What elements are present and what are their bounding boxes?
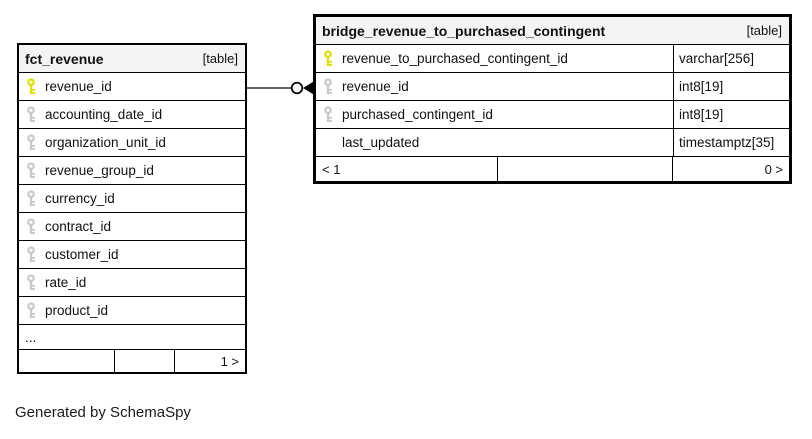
column-row-organization-unit-id: organization_unit_id [19,129,245,157]
column-name: revenue_id [342,79,409,94]
table-footer: < 1 0 > [316,157,789,181]
table-header-bridge[interactable]: bridge_revenue_to_purchased_contingent [… [316,17,789,45]
generated-by-note: Generated by SchemaSpy [15,404,191,421]
column-row-revenue-id: revenue_id int8[19] [316,73,789,101]
foreign-key-icon [25,274,37,291]
column-type: int8[19] [673,73,789,100]
column-row-purchased-contingent-id: purchased_contingent_id int8[19] [316,101,789,129]
foreign-key-icon [322,106,334,123]
zero-cardinality-circle-icon [290,81,304,95]
column-name: product_id [45,303,109,318]
column-name: revenue_group_id [45,163,154,178]
column-name: customer_id [45,247,119,262]
column-name: revenue_to_purchased_contingent_id [342,51,568,66]
foreign-key-icon [25,190,37,207]
column-type: timestamptz[35] [673,129,789,156]
empty-key-slot [322,134,334,151]
column-row-rate-id: rate_id [19,269,245,297]
footer-cell-parents-count: < 1 [316,157,498,181]
foreign-key-icon [25,246,37,263]
foreign-key-icon [25,218,37,235]
table-header-fct-revenue[interactable]: fct_revenue [table] [19,45,245,73]
column-row-last-updated: last_updated timestamptz[35] [316,129,789,157]
footer-cell-middle [498,157,673,181]
column-row-revenue-to-purchased-contingent-id: revenue_to_purchased_contingent_id varch… [316,45,789,73]
footer-cell-left [19,350,115,372]
column-row-revenue-group-id: revenue_group_id [19,157,245,185]
foreign-key-icon [322,78,334,95]
column-row-product-id: product_id [19,297,245,325]
column-type: varchar[256] [673,45,789,72]
column-row-accounting-date-id: accounting_date_id [19,101,245,129]
column-name: organization_unit_id [45,135,166,150]
foreign-key-icon [25,162,37,179]
column-row-customer-id: customer_id [19,241,245,269]
table-bridge-revenue-to-purchased-contingent: bridge_revenue_to_purchased_contingent [… [313,14,792,184]
table-name: fct_revenue [25,50,104,67]
column-name: last_updated [342,135,420,150]
foreign-key-icon [25,106,37,123]
column-name: contract_id [45,219,112,234]
column-type: int8[19] [673,101,789,128]
table-tag: [table] [202,51,238,66]
column-name: rate_id [45,275,87,290]
table-fct-revenue: fct_revenue [table] revenue_id accountin… [17,43,247,374]
primary-key-icon [322,50,334,67]
foreign-key-icon [25,134,37,151]
more-columns-ellipsis: ... [19,325,245,350]
table-tag: [table] [746,23,782,38]
column-name: purchased_contingent_id [342,107,493,122]
primary-key-icon [25,78,37,95]
column-row-revenue-id: revenue_id [19,73,245,101]
column-row-currency-id: currency_id [19,185,245,213]
table-name: bridge_revenue_to_purchased_contingent [322,22,606,39]
foreign-key-icon [25,302,37,319]
footer-cell-children-count: 1 > [220,353,239,369]
column-name: accounting_date_id [45,107,163,122]
table-footer: 1 > [19,350,245,372]
footer-cell-middle [115,350,175,372]
footer-cell-children-count: 0 > [764,161,783,177]
column-name: currency_id [45,191,115,206]
column-row-contract-id: contract_id [19,213,245,241]
column-name: revenue_id [45,79,112,94]
